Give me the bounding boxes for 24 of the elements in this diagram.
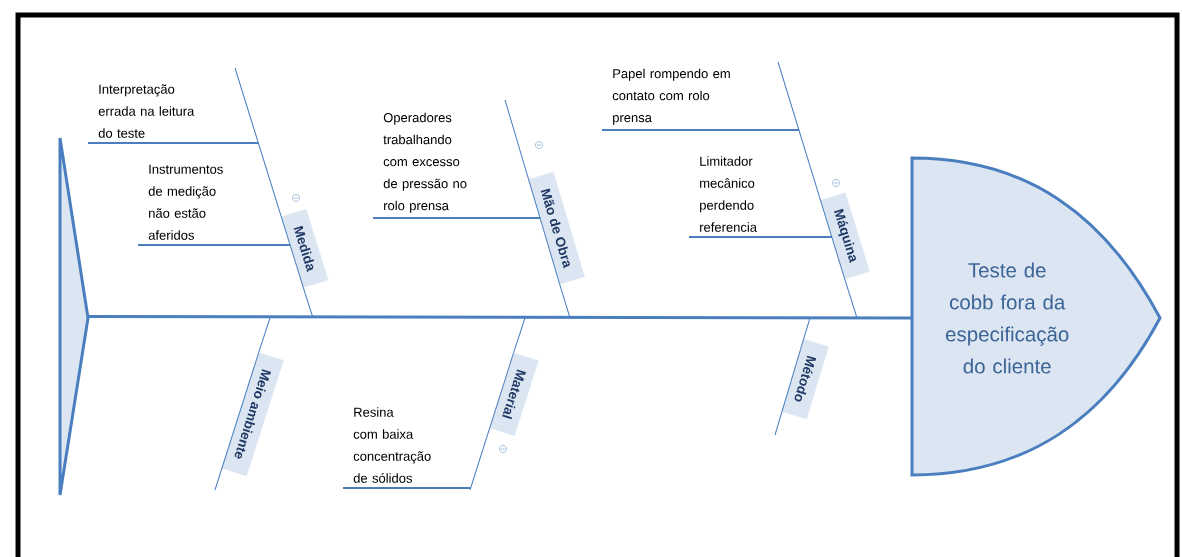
cause-text: Interpretação errada na leitura do teste bbox=[98, 84, 195, 138]
bone-line bbox=[258, 317, 271, 353]
tail-triangle bbox=[58, 136, 90, 497]
cause-line bbox=[137, 244, 292, 246]
cause-text: Instrumentos de medição não estão aferidos bbox=[148, 164, 223, 240]
bone-line bbox=[302, 287, 314, 319]
bone-line bbox=[844, 278, 858, 319]
cause-line bbox=[342, 487, 472, 489]
category-label: Mão de Obra bbox=[528, 171, 585, 285]
bone-line bbox=[559, 284, 571, 319]
cause-text: Operadores trabalhando com excesso de pressão no rolo prensa bbox=[383, 112, 467, 213]
cause-line bbox=[87, 142, 260, 144]
cause-text: Papel rompendo em contato com rolo prensa bbox=[612, 68, 730, 125]
cause-line bbox=[372, 217, 542, 219]
bone-line bbox=[803, 317, 811, 340]
category-label: Máquina bbox=[820, 192, 870, 280]
category-label: Método bbox=[781, 339, 829, 420]
cause-line bbox=[601, 129, 800, 131]
spine-line bbox=[88, 315, 912, 320]
cause-text: Limitador mecânico perdendo referencia bbox=[700, 156, 757, 232]
category-label: Medida bbox=[281, 208, 329, 288]
cause-text: Resina com baixa concentração de sólidos bbox=[353, 407, 431, 483]
bone-line bbox=[513, 317, 526, 353]
cause-line bbox=[688, 236, 833, 238]
